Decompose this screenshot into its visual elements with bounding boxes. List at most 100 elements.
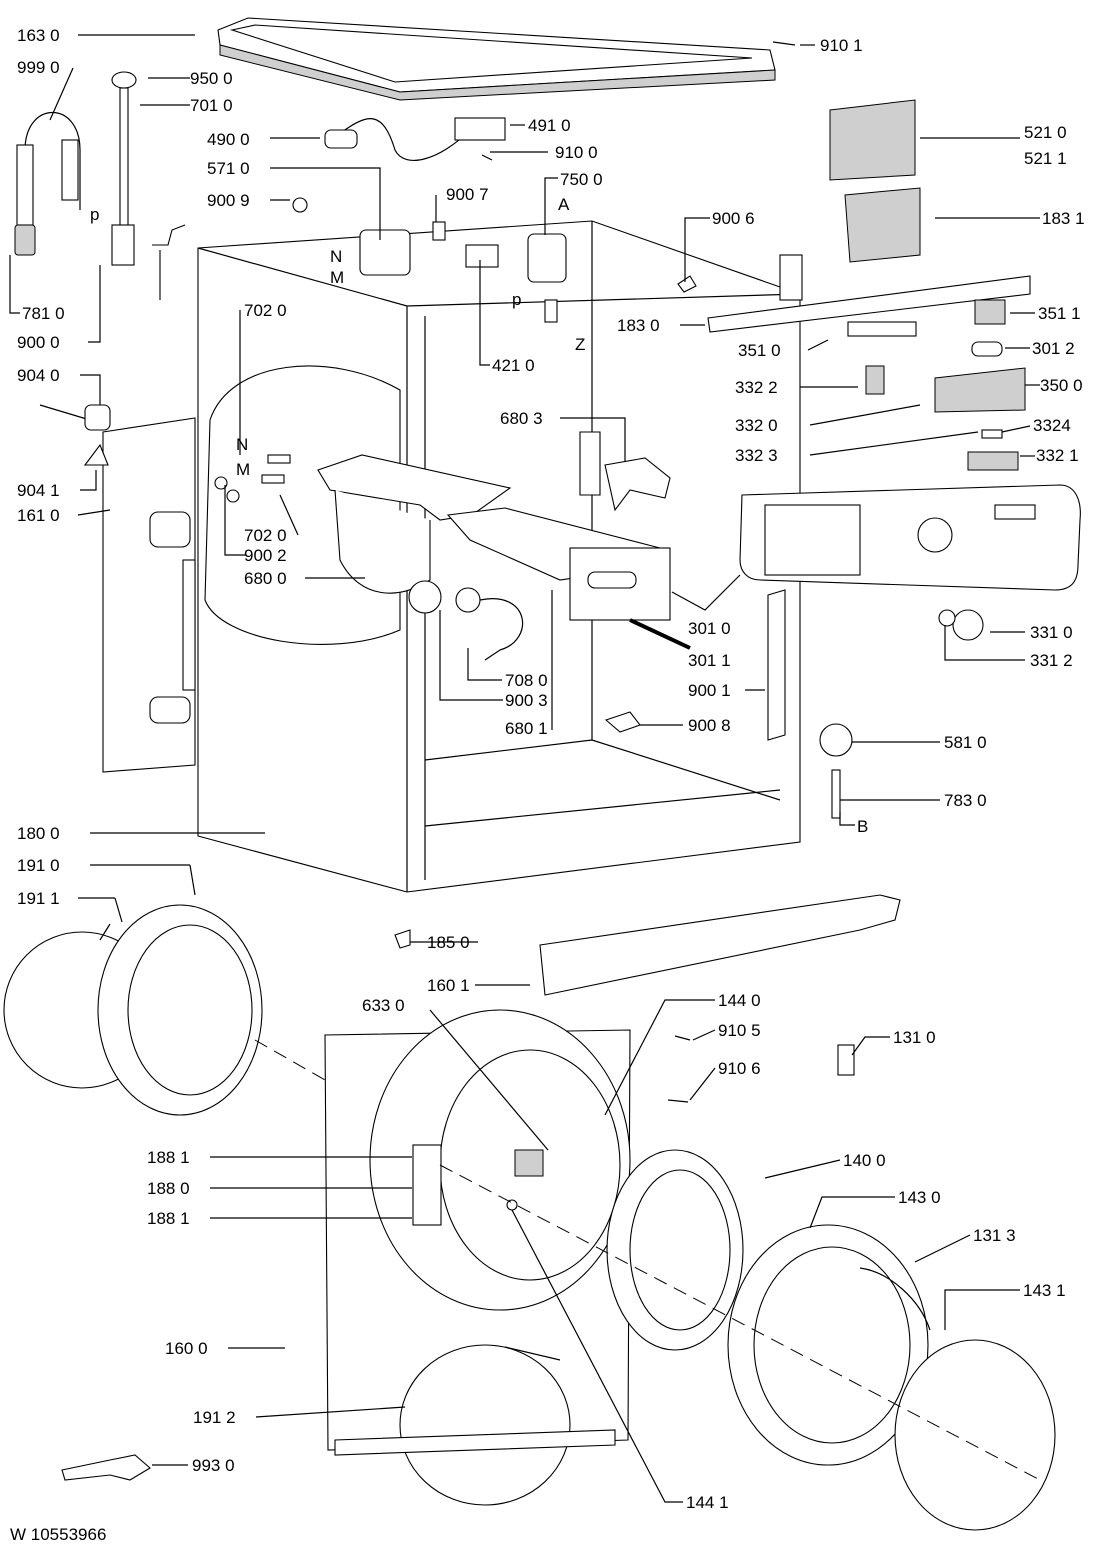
label-701-0: 701 0 [190, 96, 233, 115]
catch-131-0 [837, 1044, 855, 1076]
frame-inner [629, 1169, 731, 1331]
board-521-0 [829, 99, 916, 181]
letter-b: B [857, 817, 868, 836]
screw-910-0 [481, 154, 493, 161]
spring-191-2 [504, 1346, 561, 1361]
label-188-1-bottom: 188 1 [147, 1209, 190, 1228]
rail-183-0 [707, 275, 1031, 333]
label-571-0: 571 0 [207, 159, 250, 178]
part-3324 [981, 429, 1003, 439]
panel-display [994, 504, 1036, 520]
label-3324: 3324 [1033, 416, 1071, 435]
pressure-switch-750-0 [527, 233, 567, 283]
connector-781-0 [14, 224, 36, 256]
rear-panel-slot-lower [149, 696, 191, 724]
worktop-edge [219, 44, 776, 101]
label-163-0: 163 0 [17, 26, 60, 45]
spring-191-1 [99, 923, 111, 941]
inlet-elbow [152, 224, 186, 300]
label-143-1: 143 1 [1023, 1281, 1066, 1300]
trim-131-3 [859, 1267, 931, 1331]
part-labels: 163 0 999 0 950 0 701 0 490 0 491 0 910 … [10, 26, 1085, 1544]
pin-702-m [261, 474, 285, 484]
letter-z: Z [575, 335, 585, 354]
label-900-2: 900 2 [244, 546, 287, 565]
label-680-0: 680 0 [244, 569, 287, 588]
knob-950-0 [111, 71, 137, 89]
label-332-2: 332 2 [735, 378, 778, 397]
hose-coil-right [61, 139, 79, 201]
label-144-0: 144 0 [718, 991, 761, 1010]
part-680-3 [579, 431, 601, 496]
label-160-1: 160 1 [427, 976, 470, 995]
label-750-0: 750 0 [560, 170, 603, 189]
letter-n-valve: N [330, 247, 342, 266]
label-131-0: 131 0 [893, 1028, 936, 1047]
letter-m-valve: M [330, 268, 344, 287]
panel-drawer-opening [764, 504, 861, 576]
weight-904-0 [84, 404, 111, 431]
label-680-3: 680 3 [500, 409, 543, 428]
board-183-1 [844, 187, 921, 263]
door-143-1 [894, 1339, 1056, 1531]
rear-panel-slot-upper [149, 511, 191, 548]
label-910-0: 910 0 [555, 143, 598, 162]
gasket-inner [127, 924, 253, 1096]
label-140-0: 140 0 [843, 1151, 886, 1170]
label-160-0: 160 0 [165, 1339, 208, 1358]
clip-904-1 [83, 443, 109, 466]
label-301-2: 301 2 [1032, 339, 1075, 358]
knob-331-0 [952, 609, 984, 641]
cabinet-top-edge [406, 293, 801, 307]
label-702-0-top: 702 0 [244, 301, 287, 320]
drawer-handle [587, 571, 637, 589]
clamp-900-3 [455, 587, 481, 613]
label-708-0: 708 0 [505, 671, 548, 690]
ring-191-2 [399, 1344, 571, 1506]
letter-n-pin: N [236, 435, 248, 454]
label-301-0: 301 0 [688, 619, 731, 638]
pump-581-0 [819, 723, 853, 757]
hose-999-0 [14, 112, 81, 256]
label-188-0: 188 0 [147, 1179, 190, 1198]
axis-left [254, 1039, 326, 1081]
power-plug [324, 129, 358, 149]
pin-702-n [267, 454, 291, 464]
hose-coil-left [16, 144, 34, 226]
label-900-3: 900 3 [505, 691, 548, 710]
hose-708-0 [479, 598, 524, 661]
label-331-0: 331 0 [1030, 623, 1073, 642]
part-332-2 [865, 365, 885, 395]
cabinet-base-edge [424, 789, 781, 827]
clip-900-7 [432, 221, 446, 241]
label-702-0-bottom: 702 0 [244, 526, 287, 545]
label-350-0: 350 0 [1040, 376, 1083, 395]
rod-701-0 [111, 71, 186, 300]
label-421-0: 421 0 [492, 356, 535, 375]
label-183-0: 183 0 [617, 316, 660, 335]
document-number: W 10553966 [10, 1525, 106, 1544]
label-351-0: 351 0 [738, 341, 781, 360]
label-183-1: 183 1 [1042, 209, 1085, 228]
board-350-0 [934, 367, 1026, 413]
plinth-160-1 [539, 894, 901, 996]
part-301-2 [971, 341, 1003, 357]
strip-351-0 [847, 321, 917, 337]
hose-curve [24, 112, 81, 225]
letter-p-switch: p [512, 290, 521, 309]
label-633-0: 633 0 [362, 996, 405, 1015]
label-188-1-top: 188 1 [147, 1148, 190, 1167]
clip-900-2a [214, 476, 228, 490]
label-332-1: 332 1 [1036, 446, 1079, 465]
bracket-680-3 [604, 457, 671, 512]
door-axis [439, 1164, 1041, 1481]
label-900-1: 900 1 [688, 681, 731, 700]
foot-185-0 [394, 929, 411, 949]
label-900-7: 900 7 [446, 185, 489, 204]
letter-p-hose: p [90, 205, 99, 224]
screw-910-6 [667, 1099, 689, 1103]
label-301-1: 301 1 [688, 651, 731, 670]
label-332-3: 332 3 [735, 446, 778, 465]
cabinet-rear-rail [779, 254, 803, 301]
